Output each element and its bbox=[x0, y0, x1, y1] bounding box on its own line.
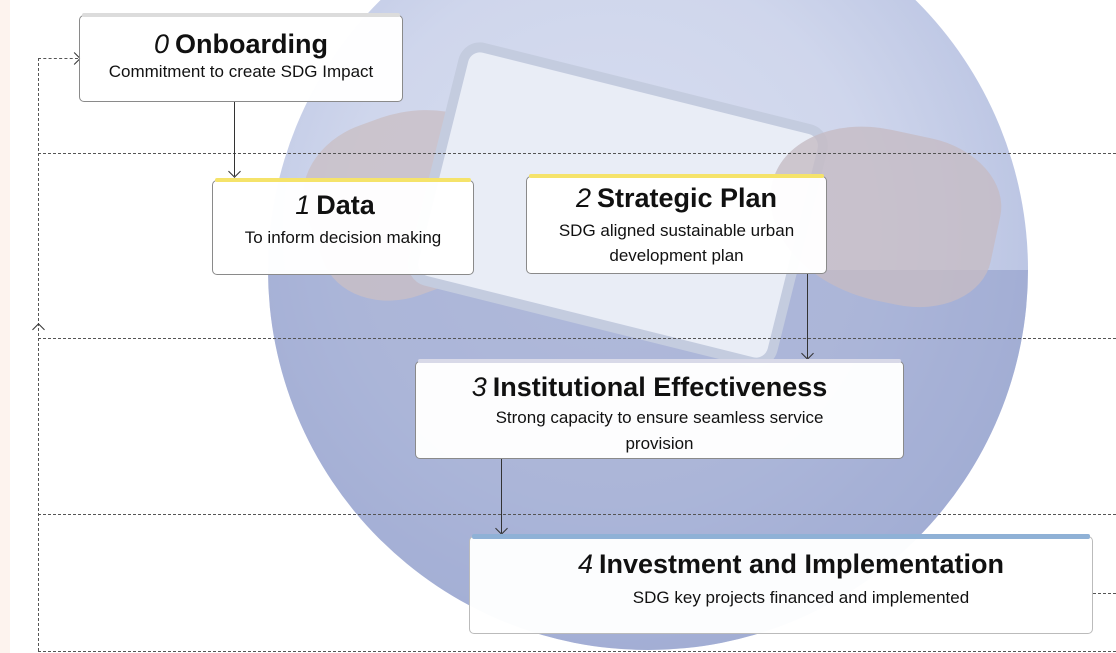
step-heading: Investment and Implementation bbox=[598, 549, 1005, 579]
step-heading: Institutional Effectiveness bbox=[492, 372, 828, 402]
step-bar bbox=[82, 13, 400, 17]
step-number: 2 bbox=[575, 183, 591, 213]
lane-divider-1 bbox=[38, 153, 1116, 154]
step-heading: Data bbox=[316, 190, 375, 220]
step-description: To inform decision making bbox=[244, 228, 442, 247]
arrowhead-data bbox=[228, 165, 241, 178]
background-photo-circle bbox=[268, 0, 1028, 650]
lane-divider-2 bbox=[38, 338, 1116, 339]
step-description: SDG key projects financed and implemente… bbox=[632, 588, 970, 607]
step-number: 1 bbox=[295, 190, 311, 220]
step-bar bbox=[529, 174, 824, 178]
step-heading: Strategic Plan bbox=[596, 183, 778, 213]
step-heading: Onboarding bbox=[175, 29, 328, 59]
lane-divider-4 bbox=[38, 651, 1116, 652]
right-feedback-stub bbox=[1093, 593, 1116, 594]
feedback-loop-line bbox=[38, 58, 39, 651]
step-number: 4 bbox=[577, 549, 593, 579]
feedback-loop-top bbox=[38, 58, 78, 59]
arrow-plan-to-institutional bbox=[807, 274, 808, 358]
step-number: 0 bbox=[153, 29, 170, 59]
step-description: SDG aligned sustainable urban developmen… bbox=[558, 221, 795, 265]
step-description: Commitment to create SDG Impact bbox=[108, 62, 374, 81]
lane-divider-3 bbox=[38, 514, 1116, 515]
feedback-arrowhead-up bbox=[32, 323, 45, 336]
step-bar bbox=[418, 359, 901, 363]
step-bar bbox=[472, 534, 1090, 539]
left-edge-stripe bbox=[0, 0, 10, 653]
step-number: 3 bbox=[471, 372, 487, 402]
step-description: Strong capacity to ensure seamless servi… bbox=[495, 408, 824, 453]
arrow-onboarding-to-data bbox=[234, 102, 235, 176]
arrow-institutional-to-investment bbox=[501, 459, 502, 533]
step-bar bbox=[215, 178, 471, 182]
